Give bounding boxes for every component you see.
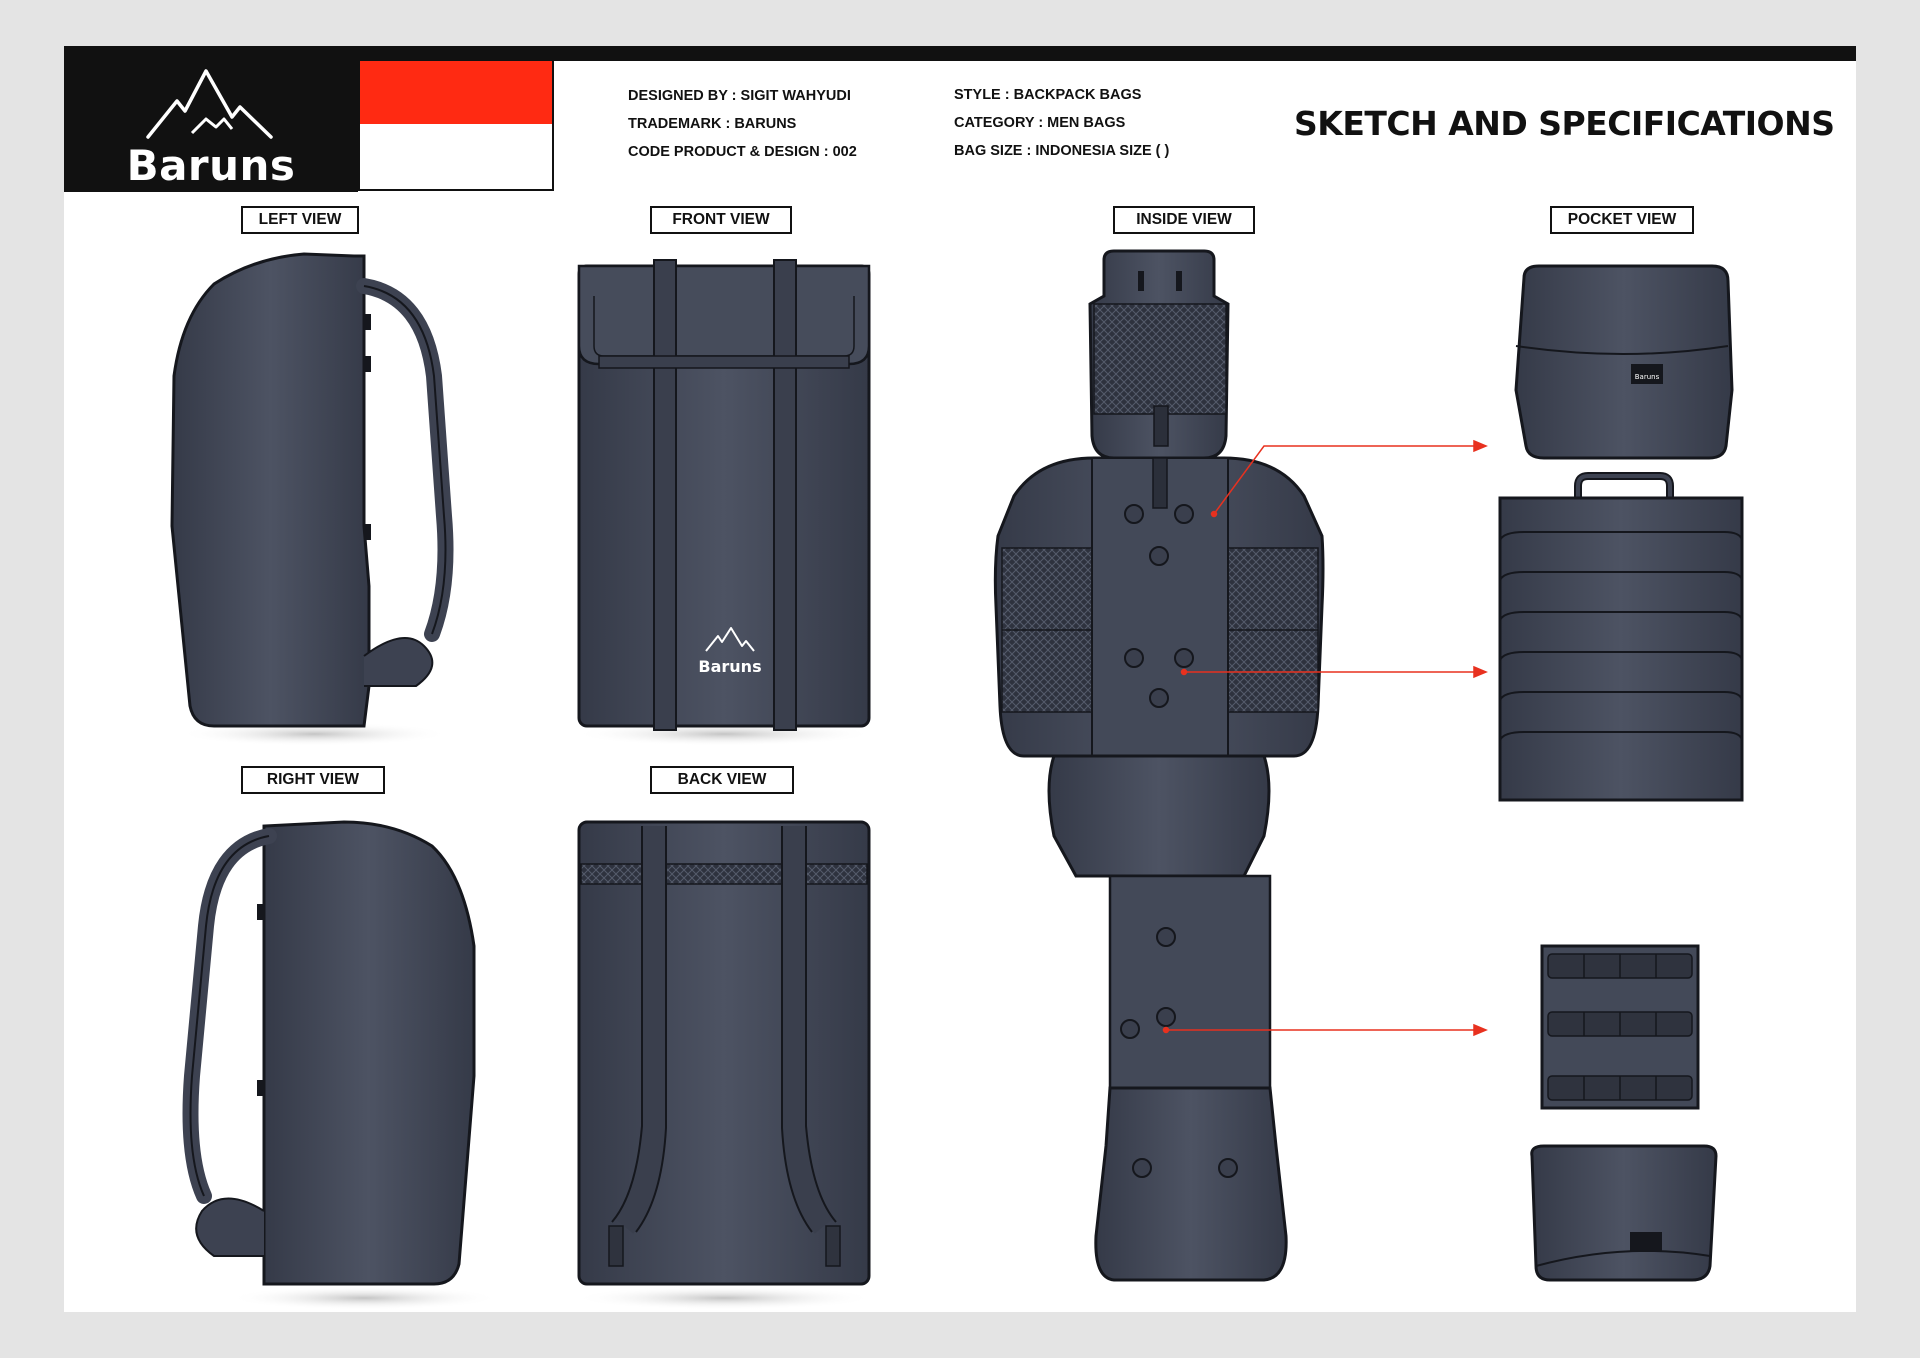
spec-category: CATEGORY : MEN BAGS [954,115,1126,131]
flag-red-stripe [360,61,552,124]
front-logo-text: Baruns [698,657,761,676]
pocket-view-sketch: Baruns [1498,264,1744,1282]
back-view-label: BACK VIEW [650,766,794,794]
right-view-sketch [182,820,499,1310]
sketch-canvas: Baruns [170,249,1744,1310]
spec-code: CODE PRODUCT & DESIGN : 002 [628,144,857,160]
front-view-sketch: Baruns [574,259,874,746]
sheet-title: SKETCH AND SPECIFICATIONS [1294,104,1835,143]
mountain-logo-icon [146,69,273,139]
brand-logo-panel: Baruns [64,61,358,192]
brand-name: Baruns [126,141,296,190]
spec-bag-size: BAG SIZE : INDONESIA SIZE ( ) [954,143,1170,159]
spec-sheet: Baruns DESIGNED BY : SIGIT WAHYUDI TRADE… [64,46,1856,1312]
back-view-sketch [574,820,874,1310]
left-view-sketch [170,252,454,746]
inside-view-sketch [993,249,1325,1282]
spec-style: STYLE : BACKPACK BAGS [954,87,1142,103]
left-view-label: LEFT VIEW [241,206,359,234]
pocket-logo-text: Baruns [1635,373,1660,381]
spec-designed-by: DESIGNED BY : SIGIT WAHYUDI [628,88,851,104]
right-view-label: RIGHT VIEW [241,766,385,794]
indonesia-flag-icon [358,61,554,191]
front-view-label: FRONT VIEW [650,206,792,234]
pocket-view-label: POCKET VIEW [1550,206,1694,234]
spec-trademark: TRADEMARK : BARUNS [628,116,797,132]
callout-arrows [1162,439,1488,1037]
top-border-bar [64,46,1856,61]
inside-snap-buttons [1120,504,1238,1178]
inside-view-label: INSIDE VIEW [1113,206,1255,234]
